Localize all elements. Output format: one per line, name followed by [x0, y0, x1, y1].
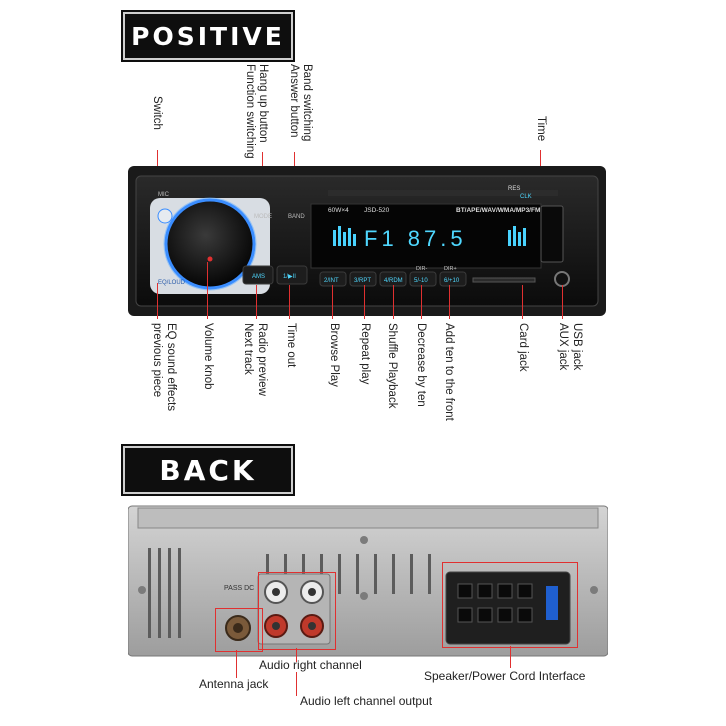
positive-title: POSITIVE [123, 12, 293, 60]
label-usb-jack: USB jack [571, 323, 583, 371]
power-icon [157, 208, 173, 224]
label-speaker-interface: Speaker/Power Cord Interface [424, 669, 586, 683]
back-panel: PASS DC [128, 505, 608, 657]
rca-callout-frame [258, 572, 336, 650]
res-label: RES [508, 186, 520, 192]
back-title: BACK [123, 446, 293, 494]
mic-label: MIC [158, 192, 170, 198]
label-radio-preview: Radio preview [256, 323, 268, 396]
aux-jack [554, 271, 570, 287]
btn5-label: 5/-10 [414, 278, 428, 284]
pause-label: 1/▶II [283, 274, 296, 280]
label-decrease-by-ten: Decrease by ten [415, 323, 427, 407]
display-readout: F1 87.5 [364, 226, 467, 251]
label-function-switching: Function switching [244, 64, 256, 159]
label-answer-button: Answer button [288, 64, 300, 138]
label-time: Time [535, 116, 547, 142]
spectrum-left [333, 226, 356, 246]
label-audio-left: Audio left channel output [300, 694, 433, 708]
label-next-track: Next track [242, 323, 254, 375]
btn4-label: 4/RDM [384, 278, 403, 284]
ams-label: AMS [252, 274, 265, 280]
mode-label: MODE [254, 214, 272, 220]
label-volume-knob: Volume knob [202, 323, 214, 390]
speaker-callout-frame [442, 562, 578, 648]
front-panel: MIC RES CLK MODE BAND 60W×4 JSD-520 BT/A… [128, 166, 606, 316]
spectrum-right [508, 226, 526, 246]
label-card-jack: Card jack [517, 323, 529, 372]
label-previous-piece: previous piece [151, 323, 163, 398]
formats-label: BT/APE/WAV/WMA/MP3/FM [456, 207, 540, 214]
btn6-label: 6/+10 [444, 278, 460, 284]
btn2-label: 2/INT [324, 278, 339, 284]
label-add-ten: Add ten to the front [443, 323, 455, 421]
label-eq-sound: EQ sound effects [165, 323, 177, 412]
label-browse-play: Browse Play [328, 323, 340, 387]
pass-dc-label: PASS DC [224, 585, 254, 592]
btn3-label: 3/RPT [354, 278, 371, 284]
clk-label: CLK [520, 194, 532, 200]
eq-loud-label: EQ/LOUD [158, 280, 186, 286]
iso-pins [457, 583, 533, 623]
band-label: BAND [288, 214, 305, 220]
volume-knob [164, 198, 256, 290]
dir-plus-label: DIR+ [444, 266, 457, 272]
model-label: JSD-520 [364, 207, 390, 214]
label-shuffle-playback: Shuffle Playback [386, 323, 398, 409]
label-band-switching: Band switching [301, 64, 313, 142]
label-hang-up: Hang up button [257, 64, 269, 143]
label-repeat-play: Repeat play [359, 323, 371, 385]
label-audio-right: Audio right channel [259, 658, 362, 672]
power-spec: 60W×4 [328, 207, 349, 214]
antenna-callout-frame [215, 608, 263, 652]
label-aux-jack: AUX jack [557, 323, 569, 371]
label-time-out: Time out [285, 323, 297, 368]
label-antenna-jack: Antenna jack [199, 677, 269, 691]
dir-minus-label: DIR- [416, 266, 427, 272]
label-switch: Switch [151, 96, 163, 130]
